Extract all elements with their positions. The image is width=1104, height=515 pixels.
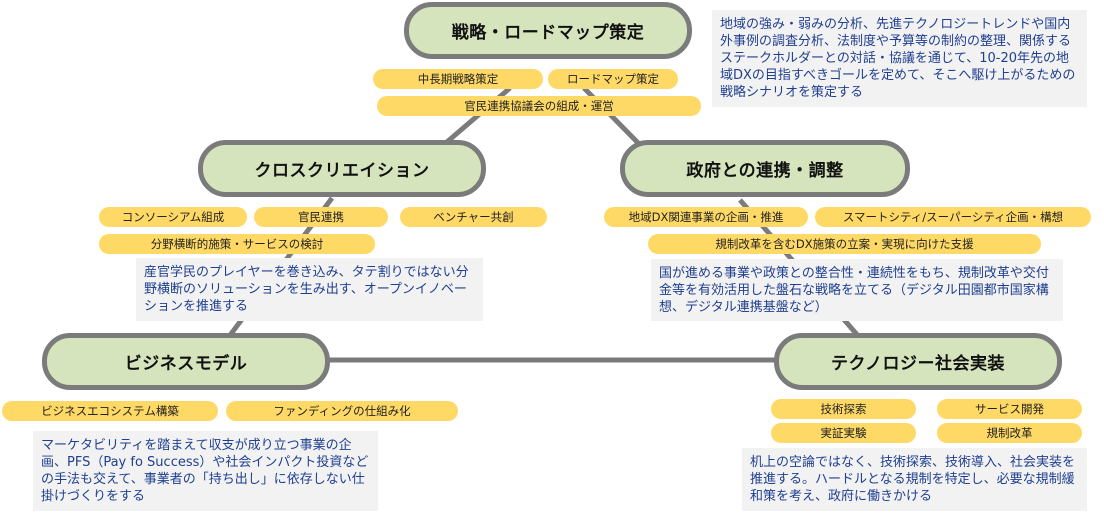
tag-funding: ファンディングの仕組み化 — [226, 401, 458, 421]
node-cross-creation: クロスクリエイション — [198, 140, 486, 197]
tag-service-dev: サービス開発 — [937, 399, 1082, 419]
tag-tech-explore: 技術探索 — [771, 399, 916, 419]
desc-business-model: マーケタビリティを踏まえて収支が成り立つ事業の企画、PFS（Pay fo Suc… — [33, 431, 378, 511]
tag-mid-term-strategy: 中長期戦略策定 — [373, 69, 543, 89]
tag-cross-field: 分野横断的施策・サービスの検討 — [99, 234, 375, 254]
tag-demo: 実証実験 — [771, 423, 916, 443]
node-government: 政府との連携・調整 — [620, 140, 910, 197]
desc-strategy: 地域の強み・弱みの分析、先進テクノロジートレンドや国内外事例の調査分析、法制度や… — [712, 10, 1087, 107]
tag-roadmap: ロードマップ策定 — [548, 69, 678, 89]
tag-reg-reform: 規制改革 — [937, 423, 1082, 443]
tag-regional-dx: 地域DX関連事業の企画・推進 — [604, 207, 808, 227]
desc-technology: 机上の空論ではなく、技術探索、技術導入、社会実装を推進する。ハードルとなる規制を… — [742, 448, 1087, 511]
tag-consortium: コンソーシアム組成 — [99, 207, 247, 227]
node-technology: テクノロジー社会実装 — [774, 333, 1062, 390]
tag-venture: ベンチャー共創 — [400, 207, 547, 227]
tag-public-private: 官民連携 — [254, 207, 388, 227]
node-strategy: 戦略・ロードマップ策定 — [404, 2, 692, 59]
tag-reform-support: 規制改革を含むDX施策の立案・実現に向けた支援 — [648, 234, 1041, 254]
desc-cross-creation: 産官学民のプレイヤーを巻き込み、タテ割りではない分野横断のソリューションを生み出… — [136, 258, 483, 321]
node-business-model: ビジネスモデル — [42, 333, 330, 390]
desc-government: 国が進める事業や政策との整合性・連続性をもち、規制改革や交付金等を有効活用した盤… — [651, 259, 1063, 321]
tag-council: 官民連携協議会の組成・運営 — [377, 96, 701, 116]
tag-ecosystem: ビジネスエコシステム構築 — [2, 401, 218, 421]
tag-smart-city: スマートシティ/スーパーシティ企画・構想 — [815, 207, 1091, 227]
